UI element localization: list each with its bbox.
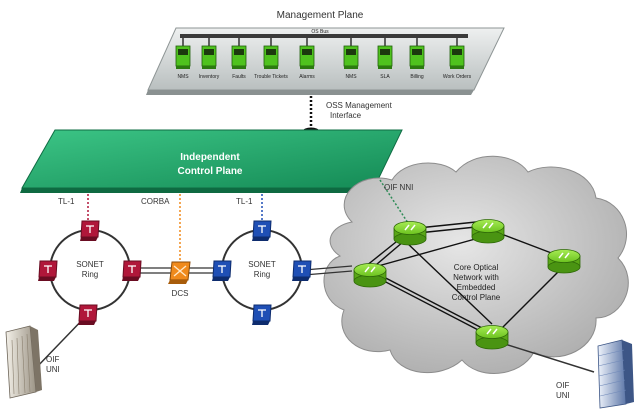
customer-building-right xyxy=(597,339,634,409)
core-router-5 xyxy=(475,325,509,350)
tl1-right-label: TL-1 xyxy=(236,197,253,206)
system-nms: NMS xyxy=(343,38,359,80)
ring-right-line2: Ring xyxy=(254,270,270,279)
core-label-line4: Control Plane xyxy=(452,293,501,302)
system-label: NMS xyxy=(345,74,357,80)
system-nms: NMS xyxy=(175,38,191,80)
dcs-node xyxy=(168,261,191,284)
core-router-1 xyxy=(393,221,427,246)
system-icons: NMS Inventory Faults Trouble Tickets Alarms N… xyxy=(175,38,472,80)
system-inventory: Inventory xyxy=(199,38,220,80)
system-label: Trouble Tickets xyxy=(254,74,288,80)
system-work-orders: Work Orders xyxy=(443,38,472,80)
core-label-line3: Embedded xyxy=(457,283,496,292)
core-router-3 xyxy=(471,219,505,244)
system-label: Work Orders xyxy=(443,74,472,80)
core-optical-nodes xyxy=(353,219,581,350)
oss-label-line1: OSS Management xyxy=(326,101,393,110)
system-label: Inventory xyxy=(199,74,220,80)
core-label-line1: Core Optical xyxy=(454,263,499,272)
uni-right-line2: UNI xyxy=(556,391,570,400)
core-router-2 xyxy=(353,263,387,288)
control-plane-line1: Independent xyxy=(180,152,240,163)
system-label: Alarms xyxy=(299,74,315,80)
ring-left-line1: SONET xyxy=(76,260,104,269)
blue-node-2 xyxy=(212,260,232,281)
uni-left-line1: OIF xyxy=(46,355,59,364)
os-bus-label: OS Bus xyxy=(311,29,329,35)
red-node-1 xyxy=(80,220,100,241)
system-trouble-tickets: Trouble Tickets xyxy=(254,38,288,80)
uni-right-line1: OIF xyxy=(556,381,569,390)
blue-ring-nodes xyxy=(212,220,312,325)
control-plane-edge xyxy=(20,188,374,193)
tl1-left-label: TL-1 xyxy=(58,197,75,206)
corba-label: CORBA xyxy=(141,197,170,206)
red-node-2 xyxy=(38,260,58,281)
management-plane-edge xyxy=(146,90,474,95)
uni-link-right xyxy=(491,339,595,373)
red-node-3 xyxy=(122,260,142,281)
blue-node-4 xyxy=(252,304,272,325)
system-label: NMS xyxy=(177,74,189,80)
system-faults: Faults xyxy=(231,38,247,80)
red-node-4 xyxy=(78,304,98,325)
oif-nni-link xyxy=(379,179,411,227)
oif-nni-label: OIF NNI xyxy=(384,183,413,192)
blue-node-1 xyxy=(252,220,272,241)
system-label: Faults xyxy=(232,74,246,80)
system-label: SLA xyxy=(380,74,390,80)
red-ring-nodes xyxy=(38,220,142,325)
ring-to-dcs-links xyxy=(136,265,353,276)
core-router-4 xyxy=(547,249,581,274)
system-sla: SLA xyxy=(377,38,393,80)
customer-building-left xyxy=(5,325,42,399)
system-label: Billing xyxy=(410,74,424,80)
oss-label-line2: Interface xyxy=(330,111,362,120)
blue-node-3 xyxy=(292,260,312,281)
ring-left-line2: Ring xyxy=(82,270,98,279)
ring-right-line1: SONET xyxy=(248,260,276,269)
control-plane-line2: Control Plane xyxy=(177,166,242,177)
os-bus xyxy=(180,34,468,38)
system-alarms: Alarms xyxy=(299,38,315,80)
dcs-label: DCS xyxy=(172,289,189,298)
management-plane-title: Management Plane xyxy=(277,10,364,21)
core-label-line2: Network with xyxy=(453,273,499,282)
uni-left-line2: UNI xyxy=(46,365,60,374)
system-billing: Billing xyxy=(409,38,425,80)
